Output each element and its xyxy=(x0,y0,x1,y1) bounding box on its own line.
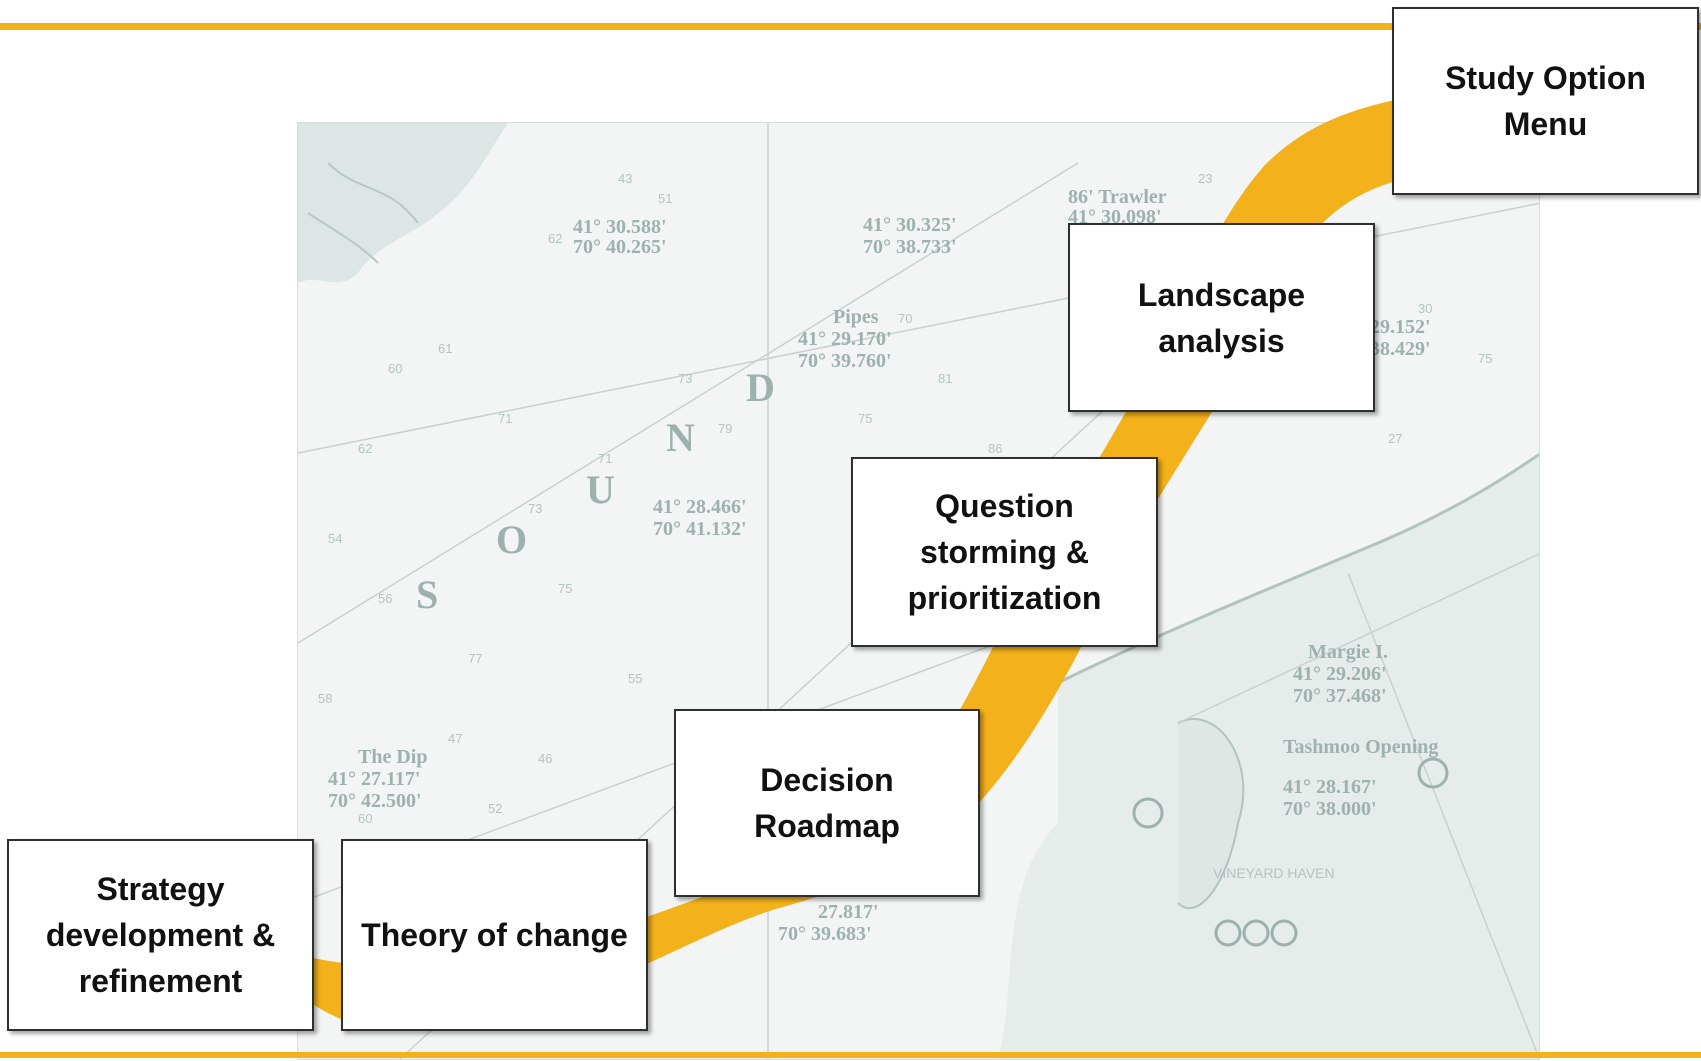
map-label-trawler-title: 86' Trawler xyxy=(1068,186,1167,208)
svg-text:77: 77 xyxy=(468,651,482,666)
svg-text:27: 27 xyxy=(1388,431,1402,446)
step-study-option-menu[interactable]: Study Option Menu xyxy=(1392,7,1699,195)
map-letter-o: O xyxy=(496,517,527,562)
step-decision-label: Decision Roadmap xyxy=(754,762,900,844)
step-strategy-label: Strategy development & refinement xyxy=(45,871,276,999)
map-label-pipes-lat: 41° 29.170' xyxy=(798,328,892,350)
map-letter-n: N xyxy=(666,415,695,460)
step-landscape-analysis[interactable]: Landscape analysis xyxy=(1068,223,1375,412)
top-accent-rule xyxy=(0,23,1701,30)
map-label-tashmoo-lon: 70° 38.000' xyxy=(1283,798,1377,820)
svg-text:52: 52 xyxy=(488,801,502,816)
map-label-margie-lat: 41° 29.206' xyxy=(1293,663,1387,685)
map-letter-d: D xyxy=(746,365,775,410)
svg-text:79: 79 xyxy=(718,421,732,436)
svg-text:71: 71 xyxy=(598,451,612,466)
map-label-wp1-lat: 41° 30.588' xyxy=(573,216,667,238)
svg-text:46: 46 xyxy=(538,751,552,766)
svg-text:43: 43 xyxy=(618,171,632,186)
svg-text:73: 73 xyxy=(678,371,692,386)
svg-text:60: 60 xyxy=(388,361,402,376)
step-theory-label: Theory of change xyxy=(361,917,628,953)
bottom-accent-rule xyxy=(0,1052,1701,1058)
svg-text:81: 81 xyxy=(938,371,952,386)
svg-text:75: 75 xyxy=(858,411,872,426)
map-label-margie-lon: 70° 37.468' xyxy=(1293,685,1387,707)
map-label-margie-title: Margie I. xyxy=(1308,641,1388,663)
step-decision-roadmap[interactable]: Decision Roadmap xyxy=(674,709,980,897)
step-theory-of-change[interactable]: Theory of change xyxy=(341,839,648,1031)
svg-text:55: 55 xyxy=(628,671,642,686)
map-letter-u: U xyxy=(586,467,615,512)
map-label-wp4-lat: 29.152' xyxy=(1370,316,1431,338)
svg-text:61: 61 xyxy=(438,341,452,356)
svg-text:54: 54 xyxy=(328,531,342,546)
map-label-wp4-lon: 38.429' xyxy=(1370,338,1431,360)
map-label-wp5-lon: 70° 41.132' xyxy=(653,518,747,540)
step-question-storming[interactable]: Question storming & prioritization xyxy=(851,457,1158,647)
nautical-chart-artwork: 43 51 62 60 61 62 54 56 58 71 73 71 73 79 75 81 70 8… xyxy=(298,123,1539,1059)
map-letter-s: S xyxy=(416,572,438,617)
svg-text:75: 75 xyxy=(558,581,572,596)
map-label-trawler-lat: 41° 30.098' xyxy=(1068,206,1162,228)
svg-text:60: 60 xyxy=(358,811,372,826)
svg-text:47: 47 xyxy=(448,731,462,746)
map-label-vineyard-haven: VINEYARD HAVEN xyxy=(1213,865,1335,881)
svg-text:62: 62 xyxy=(358,441,372,456)
svg-text:70: 70 xyxy=(898,311,912,326)
map-label-dip-lon: 70° 42.500' xyxy=(328,790,422,812)
map-label-pipes-title: Pipes xyxy=(833,306,879,328)
svg-text:58: 58 xyxy=(318,691,332,706)
svg-text:30: 30 xyxy=(1418,301,1432,316)
step-strategy-development[interactable]: Strategy development & refinement xyxy=(7,839,314,1031)
map-label-tashmoo-title: Tashmoo Opening xyxy=(1283,736,1438,758)
svg-text:71: 71 xyxy=(498,411,512,426)
svg-text:51: 51 xyxy=(658,191,672,206)
map-label-wp1-lon: 70° 40.265' xyxy=(573,236,667,258)
map-label-dip-lat: 41° 27.117' xyxy=(328,768,420,790)
map-label-wp2-lon: 70° 38.733' xyxy=(863,236,957,258)
svg-text:62: 62 xyxy=(548,231,562,246)
step-landscape-label: Landscape analysis xyxy=(1137,276,1306,359)
svg-text:23: 23 xyxy=(1198,171,1212,186)
step-study-label: Study Option Menu xyxy=(1445,60,1646,142)
map-label-tashmoo-lat: 41° 28.167' xyxy=(1283,776,1377,798)
map-label-wp9-lat: 27.817' xyxy=(818,901,879,923)
svg-text:86: 86 xyxy=(988,441,1002,456)
svg-text:56: 56 xyxy=(378,591,392,606)
map-label-pipes-lon: 70° 39.760' xyxy=(798,350,892,372)
step-question-label: Question storming & prioritization xyxy=(907,488,1102,616)
map-label-wp2-lat: 41° 30.325' xyxy=(863,214,957,236)
svg-text:75: 75 xyxy=(1478,351,1492,366)
map-label-wp9-lon: 70° 39.683' xyxy=(778,923,872,945)
map-label-dip-title: The Dip xyxy=(358,746,427,768)
svg-text:73: 73 xyxy=(528,501,542,516)
map-label-wp5-lat: 41° 28.466' xyxy=(653,496,747,518)
